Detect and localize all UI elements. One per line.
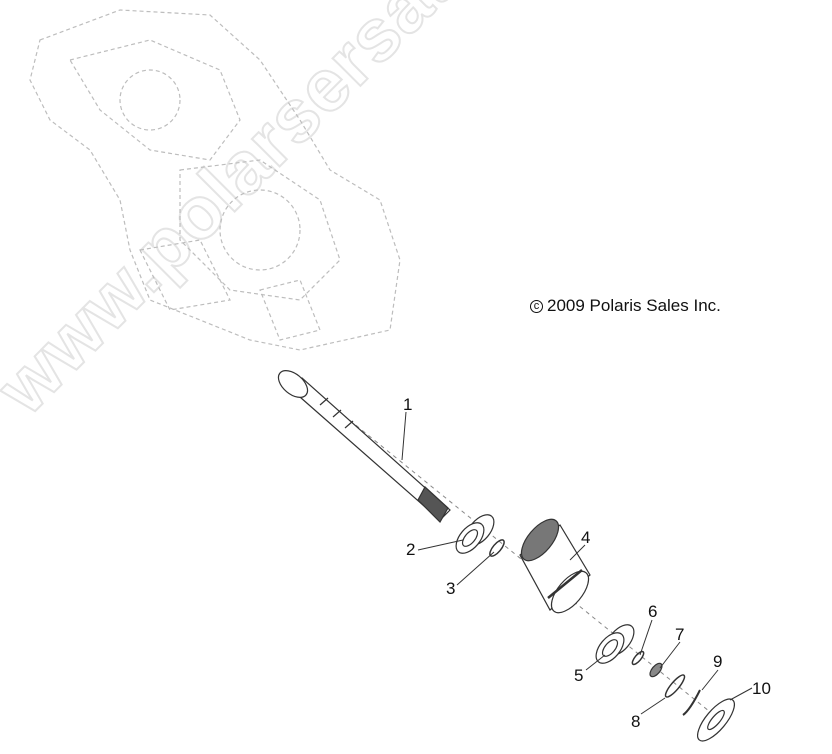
part-6-o-ring bbox=[631, 650, 645, 666]
part-8-ring bbox=[664, 674, 686, 698]
transmission-housing-ghost bbox=[29, 9, 401, 351]
callout-9: 9 bbox=[713, 652, 723, 671]
part-10-cap bbox=[697, 698, 735, 742]
callout-2: 2 bbox=[406, 540, 416, 559]
callout-7: 7 bbox=[675, 625, 685, 644]
copyright-notice: c 2009 Polaris Sales Inc. bbox=[530, 296, 721, 316]
callout-6: 6 bbox=[648, 602, 658, 621]
callout-10: 10 bbox=[752, 679, 771, 698]
part-7-washer bbox=[649, 662, 663, 678]
assembly-axis-line bbox=[299, 379, 721, 721]
callout-4: 4 bbox=[581, 528, 591, 547]
callout-leader-lines bbox=[401, 411, 753, 715]
copyright-icon: c bbox=[530, 300, 543, 313]
part-1-shaft bbox=[277, 370, 451, 523]
copyright-text: 2009 Polaris Sales Inc. bbox=[547, 296, 721, 315]
part-4-coupler bbox=[519, 518, 591, 614]
part-9-snap-ring bbox=[682, 689, 701, 716]
part-5-bearing bbox=[595, 624, 635, 664]
callout-3: 3 bbox=[446, 579, 456, 598]
callout-8: 8 bbox=[631, 712, 641, 731]
callout-1: 1 bbox=[403, 395, 413, 414]
callout-5: 5 bbox=[574, 666, 584, 685]
part-2-bearing bbox=[455, 514, 495, 554]
